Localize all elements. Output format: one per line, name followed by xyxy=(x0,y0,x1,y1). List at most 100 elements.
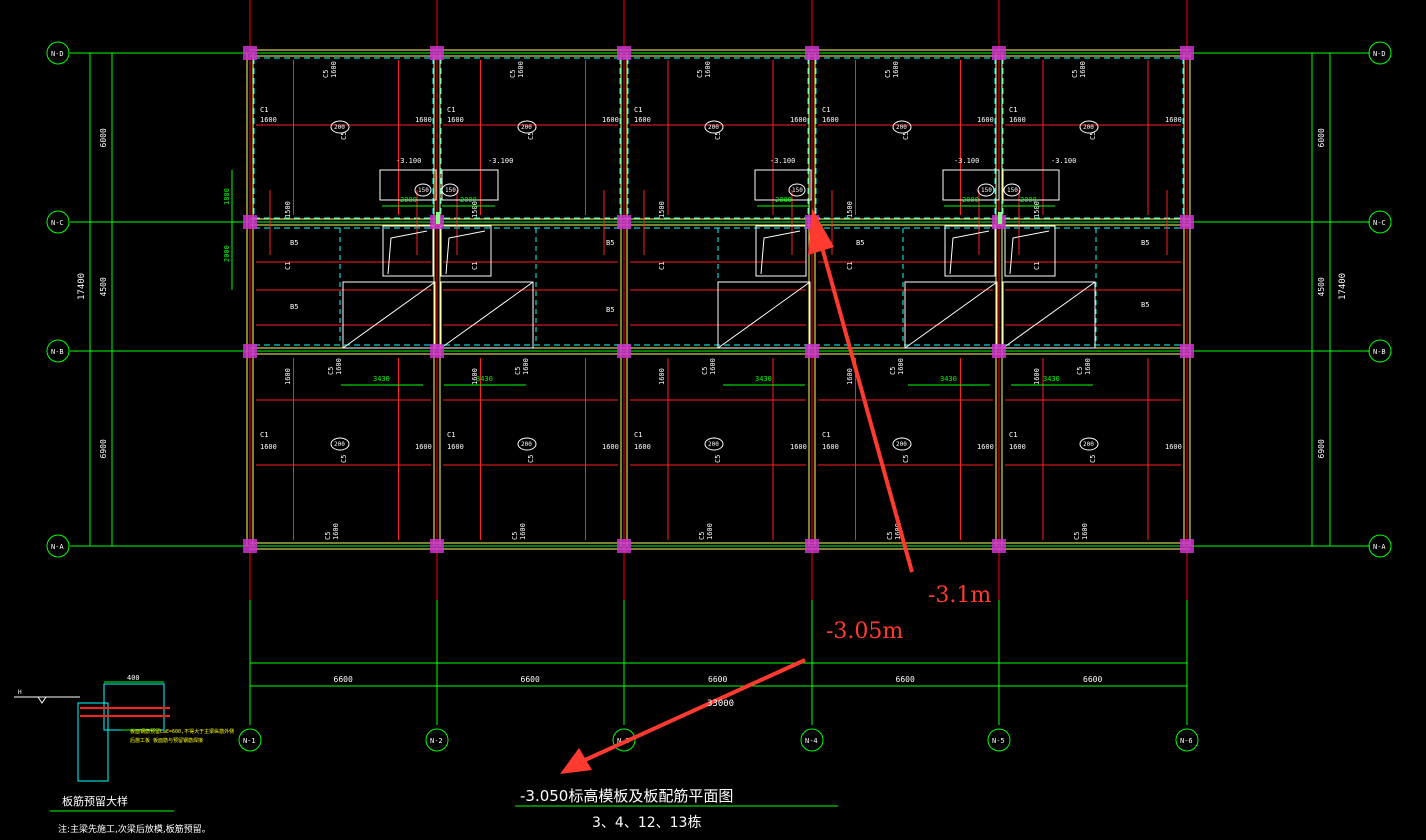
column xyxy=(992,344,1006,358)
thickness-label: 200 xyxy=(334,124,345,131)
thickness-label: 200 xyxy=(896,441,907,448)
detail-beam xyxy=(77,702,109,782)
rebar-label: C1 xyxy=(471,262,479,270)
dim-label-3430: 3430 xyxy=(755,375,772,383)
thickness-circle xyxy=(517,437,537,451)
column xyxy=(243,46,257,60)
rebar-label: C5 xyxy=(902,132,910,140)
axis-bubble-label: N-C xyxy=(1373,219,1386,227)
drawing-subtitle: 3、4、12、13栋 xyxy=(592,814,701,831)
rebar-label: C5 xyxy=(340,132,348,140)
bay-width-label: 6600 xyxy=(708,675,727,684)
thickness-circle xyxy=(414,183,432,197)
rebar-label: 1600 xyxy=(284,368,292,385)
axis-bubble-label: N-B xyxy=(1373,348,1386,356)
rebar-label: C5 xyxy=(509,70,517,78)
rebar-label: 1500 xyxy=(471,201,479,218)
drawing-title: -3.050标高模板及板配筋平面图 xyxy=(520,787,733,805)
stair-box xyxy=(382,225,434,277)
column xyxy=(805,46,819,60)
rebar-label: B5 xyxy=(290,239,298,247)
thickness-circle xyxy=(517,120,537,134)
rebar-label: 1600 xyxy=(977,116,994,124)
row-spacing-label: 4500 xyxy=(99,277,108,296)
rebar-label: 1600 xyxy=(846,368,854,385)
rebar-label: 1600 xyxy=(790,443,807,451)
rebar-label: C1 xyxy=(447,431,455,439)
detail-note: 注:主梁先施工,次梁后放模,板筋预留。 xyxy=(58,823,211,835)
rebar-label: 1600 xyxy=(1165,443,1182,451)
level-label: -3.100 xyxy=(488,157,513,165)
dim-label-3430: 3430 xyxy=(476,375,493,383)
dim-label-2000: 2000 xyxy=(1020,196,1037,204)
recess-box xyxy=(379,169,437,201)
axis-bubble-label: N-A xyxy=(1373,543,1386,551)
row-spacing-label: 6000 xyxy=(1317,128,1326,147)
thickness-circle xyxy=(704,120,724,134)
rebar-label: 1600 xyxy=(822,443,839,451)
detail-callout: 板面钢筋预留LaE=600,不得大于主梁纵筋外侧 xyxy=(130,728,234,735)
column-marker xyxy=(436,212,440,224)
rebar-label: C5 xyxy=(322,70,330,78)
opening-box xyxy=(904,281,998,349)
annotation-arrowhead xyxy=(808,208,834,255)
rebar-label: B5 xyxy=(856,239,864,247)
rebar-label: 1500 xyxy=(658,201,666,218)
column xyxy=(805,344,819,358)
column xyxy=(992,539,1006,553)
axis-bubble-label: N-4 xyxy=(805,737,818,745)
rebar-label: C1 xyxy=(634,106,642,114)
rebar-label: 1600 xyxy=(1009,443,1026,451)
rebar-label: C1 xyxy=(846,262,854,270)
rebar-label: C1 xyxy=(260,106,268,114)
rebar-label: 1500 xyxy=(284,201,292,218)
rebar-label: C5 xyxy=(327,367,335,375)
opening-diagonal xyxy=(342,281,436,349)
column xyxy=(1180,215,1194,229)
dim-label-2000: 2000 xyxy=(775,196,792,204)
level-label: -3.100 xyxy=(770,157,795,165)
axis-bubble xyxy=(46,339,70,363)
thickness-label: 150 xyxy=(445,187,456,194)
axis-bubble-label: N-C xyxy=(51,219,64,227)
axis-bubble xyxy=(46,210,70,234)
row-spacing-label: 6000 xyxy=(99,128,108,147)
dim-label-3430: 3430 xyxy=(1043,375,1060,383)
rebar-label: C5 xyxy=(886,532,894,540)
row-spacing-label: 4500 xyxy=(1317,277,1326,296)
rebar-label: 1600 xyxy=(1079,61,1087,78)
rebar-label: 1600 xyxy=(415,443,432,451)
recess-box xyxy=(441,169,499,201)
dim-label-2000: 2000 xyxy=(962,196,979,204)
opening-diagonal xyxy=(717,281,811,349)
stair-line xyxy=(445,230,486,275)
axis-bubble-label: N-5 xyxy=(992,737,1005,745)
bay-width-label: 6600 xyxy=(521,675,540,684)
axis-bubble xyxy=(46,41,70,65)
rebar-label: 1600 xyxy=(471,368,479,385)
thickness-circle xyxy=(330,120,350,134)
rebar-label: B5 xyxy=(1141,301,1149,309)
thickness-label: 200 xyxy=(1083,441,1094,448)
rebar-label: C5 xyxy=(1089,455,1097,463)
thickness-circle xyxy=(892,437,912,451)
rebar-label: C5 xyxy=(714,455,722,463)
detail-level-mark xyxy=(37,696,47,704)
axis-bubble xyxy=(46,534,70,558)
bay-width-label: 6600 xyxy=(1083,675,1102,684)
level-label: -3.100 xyxy=(1051,157,1076,165)
rebar-label: 1600 xyxy=(634,116,651,124)
recess-box xyxy=(754,169,812,201)
rebar-label: B5 xyxy=(290,303,298,311)
rebar-label: 1600 xyxy=(709,358,717,375)
axis-bubble-label: N-A xyxy=(51,543,64,551)
column xyxy=(243,539,257,553)
stair-box xyxy=(944,225,996,277)
thickness-circle xyxy=(330,437,350,451)
recess-box xyxy=(942,169,1000,201)
column xyxy=(1180,46,1194,60)
thickness-label: 200 xyxy=(708,124,719,131)
thickness-label: 150 xyxy=(792,187,803,194)
